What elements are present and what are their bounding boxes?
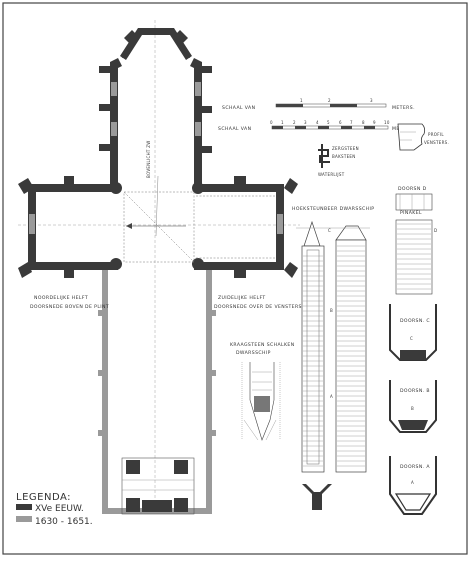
scale1-label: SCHAAL VAN: [222, 105, 255, 111]
floor-plan: BOVENLICHT ZW: [18, 20, 300, 515]
kraagsteen-label: KRAAGSTEEN SCHALKEN: [230, 342, 295, 348]
svg-text:7: 7: [350, 120, 353, 125]
svg-text:4: 4: [316, 120, 319, 125]
doorsn-d-label: DOORSN D: [398, 186, 427, 192]
svg-text:D: D: [434, 228, 437, 233]
doorsn-c-label: DOORSN. C: [400, 318, 430, 324]
buttress-plan-section: [302, 484, 332, 510]
svg-text:2: 2: [293, 120, 296, 125]
svg-text:1: 1: [300, 98, 303, 103]
doorsn-b-label: DOORSN. B: [400, 388, 430, 394]
doorsn-a-label: DOORSN. A: [400, 464, 430, 470]
section-a: A: [389, 456, 437, 515]
svg-text:8: 8: [362, 120, 365, 125]
waterlijst-profile-icon: [318, 144, 330, 168]
crossing-vault: [123, 191, 195, 263]
svg-text:BAKSTEEN: BAKSTEEN: [332, 154, 356, 159]
zuidelijke-helft-label: ZUIDELIJKE HELFT: [218, 295, 266, 301]
svg-text:A: A: [411, 480, 414, 485]
buttress-elevation-front: [301, 220, 325, 473]
svg-text:5: 5: [327, 120, 330, 125]
svg-text:B: B: [330, 308, 333, 313]
buttress-elevation-side: [335, 225, 367, 473]
svg-text:ZERGSTEEN: ZERGSTEEN: [332, 146, 359, 151]
svg-text:2: 2: [328, 98, 331, 103]
svg-text:C: C: [328, 228, 331, 233]
scale1-unit: METERS.: [392, 105, 415, 111]
material-key: ZERGSTEEN BAKSTEEN WATERLIJST: [318, 144, 359, 177]
svg-text:10: 10: [384, 120, 390, 125]
north-transept-bottom-wall: [28, 262, 118, 270]
sheet-border: [2, 2, 468, 555]
noordelijke-helft-label: NOORDELIJKE HELFT: [34, 295, 88, 301]
svg-text:WATERLIJST: WATERLIJST: [318, 172, 345, 177]
noordelijke-helft-sub: DOORSNEDE BOVEN DE PLINT: [30, 304, 109, 310]
pinakel-label: PINAKEL: [400, 210, 422, 216]
pinnacle-elevation: D: [395, 193, 437, 295]
rotated-note: BOVENLICHT ZW: [146, 140, 151, 178]
hoeksteunbeer-label: HOEKSTEUNBEER DWARSSCHIP: [292, 206, 374, 212]
legend-swatch-1630: [16, 516, 32, 522]
svg-text:B: B: [411, 406, 414, 411]
north-transept-top-wall: [28, 184, 118, 192]
legend-item-1630: 1630 - 1651.: [35, 517, 93, 527]
nave-south-wall: [206, 270, 212, 508]
svg-text:3: 3: [304, 120, 307, 125]
svg-text:A: A: [330, 394, 333, 399]
svg-text:9: 9: [373, 120, 376, 125]
legend: LEGENDA: XVe EEUW. 1630 - 1651.: [16, 492, 93, 527]
corbel-drawing: [241, 362, 281, 441]
zuidelijke-helft-sub: DOORSNEDE OVER DE VENSTERS: [214, 304, 302, 310]
south-transept-top-wall: [194, 184, 284, 192]
svg-text:PROFIL: PROFIL: [428, 132, 444, 137]
svg-text:0: 0: [270, 120, 273, 125]
svg-text:6: 6: [339, 120, 342, 125]
legend-item-xv: XVe EEUW.: [35, 504, 84, 514]
section-c: C: [389, 304, 437, 361]
scale-bars: SCHAAL VAN 1 2 3 METERS. SCHAAL VAN 0 1 …: [218, 98, 415, 132]
svg-text:VENSTERS.: VENSTERS.: [424, 140, 449, 145]
window-profile: PROFIL VENSTERS.: [397, 123, 449, 151]
kraagsteen-sub: DWARSSCHIP: [236, 350, 271, 356]
legend-title: LEGENDA:: [16, 492, 71, 503]
svg-text:1: 1: [281, 120, 284, 125]
svg-text:3: 3: [370, 98, 373, 103]
section-b: B: [389, 380, 437, 433]
south-transept-bottom-wall: [194, 262, 284, 270]
nave-north-wall: [102, 270, 108, 508]
west-tower: [121, 457, 195, 515]
svg-text:C: C: [410, 336, 413, 341]
legend-swatch-xv: [16, 504, 32, 510]
scale2-label: SCHAAL VAN: [218, 126, 251, 132]
